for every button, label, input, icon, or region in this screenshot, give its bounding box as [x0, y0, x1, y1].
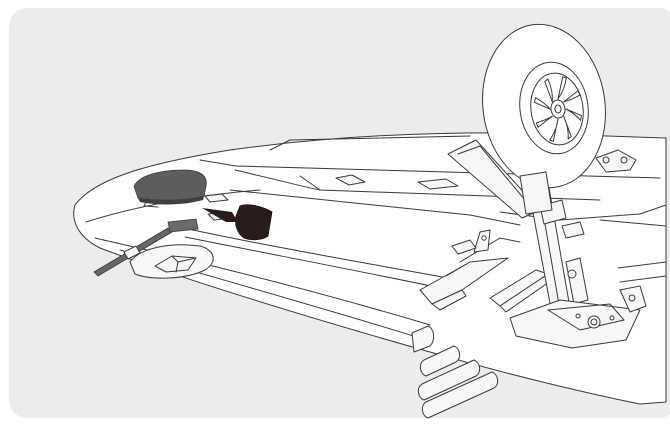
wheel-spoke — [549, 118, 559, 142]
wheel-spoke — [563, 90, 581, 103]
glue-bottle — [202, 204, 273, 241]
screwdriver — [93, 218, 199, 277]
wheel-spoke — [565, 108, 583, 121]
wheel-spokes — [533, 76, 583, 142]
gear-mount-rails — [419, 229, 553, 313]
servo-pocket — [129, 244, 214, 279]
wheel — [482, 23, 606, 215]
wheel-spoke — [533, 97, 551, 110]
gear-hinge-bracket — [595, 149, 637, 173]
wheel-spoke — [535, 115, 553, 128]
gear-mount-plate — [509, 285, 647, 349]
wing-dowel-pins — [411, 325, 499, 419]
wheel-spoke — [563, 115, 572, 140]
wheel-spoke — [557, 76, 567, 100]
hatch-cover — [133, 169, 207, 208]
wheel-spoke — [544, 78, 553, 103]
